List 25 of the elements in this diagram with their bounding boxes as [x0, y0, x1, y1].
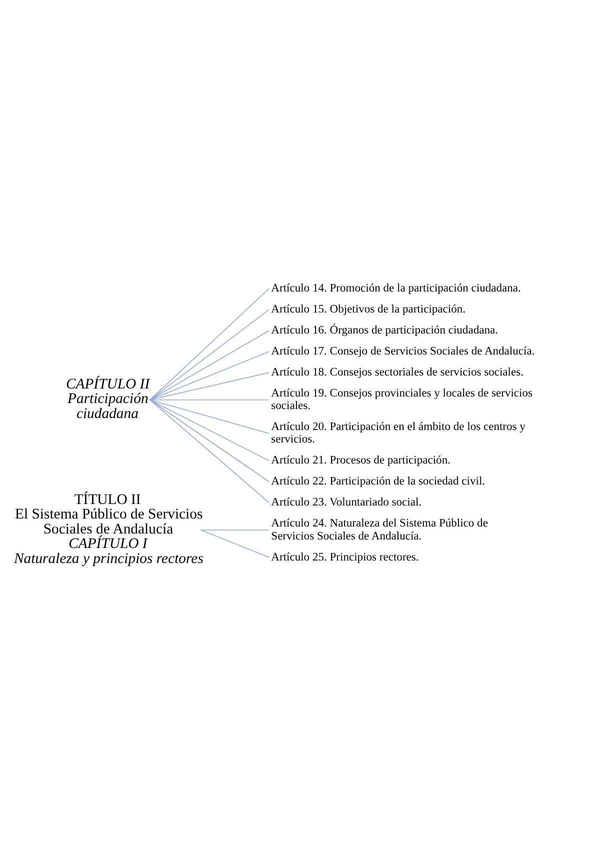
node-text: Artículo 20. Participación en el ámbito de los centros y servicios.: [271, 421, 526, 446]
connector: [200, 530, 270, 558]
connector: [150, 399, 270, 504]
connector: [150, 399, 270, 400]
node-text: Artículo 19. Consejos provinciales y locales de servicios sociales.: [271, 388, 532, 412]
node-text: Artículo 22. Participación de la sociedad civil.: [271, 476, 486, 488]
node-text: Artículo 16. Órganos de participación ciudadana.: [271, 324, 498, 337]
node-text: Artículo 18. Consejos sectoriales de servicios sociales.: [271, 366, 524, 379]
node-text: Artículo 24. Naturaleza del Sistema Público de Servicios Sociales de Andalucía.: [271, 518, 488, 542]
node-text: Artículo 15. Objetivos de la participación.: [271, 304, 466, 316]
node-text: Artículo 23. Voluntariado social.: [271, 496, 422, 509]
node-text: Artículo 25. Principios rectores.: [271, 551, 419, 564]
connector: [150, 351, 270, 400]
connector: [150, 399, 270, 434]
node-text: Artículo 17. Consejo de Servicios Sociales de Andalucía.: [271, 346, 535, 358]
connector: [150, 309, 270, 400]
connector: [150, 288, 270, 400]
connector: [150, 399, 270, 482]
node-text: Artículo 14. Promoción de la participación ciudadana.: [271, 282, 521, 295]
connector: [150, 399, 270, 462]
connector: [150, 372, 270, 400]
connector: [150, 330, 270, 400]
node-text: CAPÍTULO II Participación ciudadana: [66, 376, 150, 422]
node-text: TÍTULO II El Sistema Público de Servicios Sociales de Andalucía CAPÍTULO I Naturaleza y principios rectores: [14, 492, 204, 567]
node-text: Artículo 21. Procesos de participación.: [271, 454, 450, 467]
